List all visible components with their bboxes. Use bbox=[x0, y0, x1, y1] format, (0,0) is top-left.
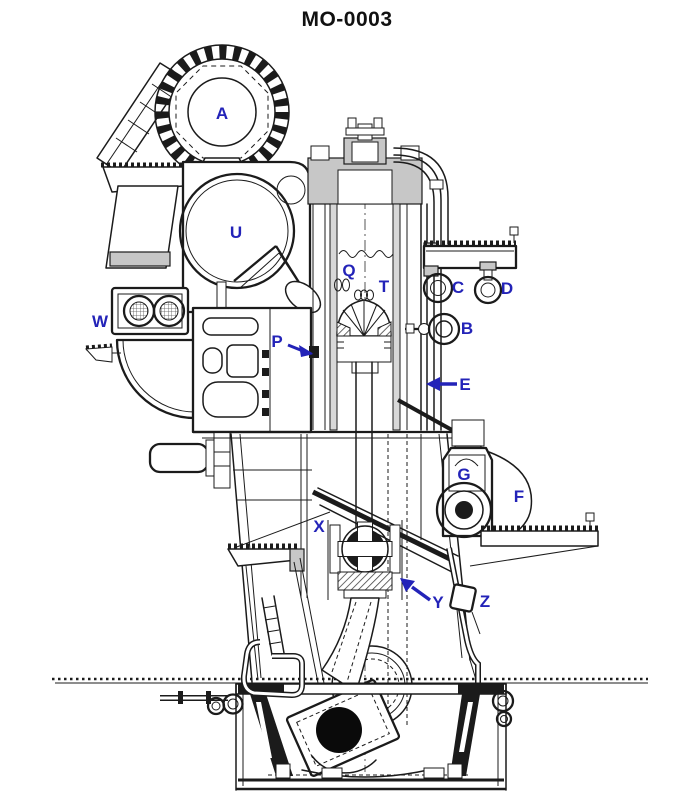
label-z: Z bbox=[480, 592, 490, 611]
pointer-y: Y bbox=[400, 578, 444, 612]
label-e: E bbox=[459, 375, 470, 394]
y-arrow-head bbox=[400, 578, 415, 592]
label-x: X bbox=[313, 517, 325, 536]
label-c: C bbox=[452, 278, 464, 297]
piston: Q T bbox=[334, 261, 392, 528]
label-p: P bbox=[271, 332, 282, 351]
crankpin bbox=[316, 707, 362, 753]
pipes-z: Z bbox=[446, 547, 490, 692]
big-end-bearing bbox=[285, 679, 401, 777]
pointer-p: P bbox=[271, 332, 319, 358]
label-b: B bbox=[461, 319, 473, 338]
label-g: G bbox=[457, 465, 470, 484]
left-spike-bracket bbox=[84, 343, 121, 363]
left-bracket bbox=[148, 431, 231, 489]
label-u: U bbox=[230, 223, 242, 242]
y-arrow-shaft bbox=[410, 585, 432, 602]
label-a: A bbox=[216, 104, 228, 123]
pointer-e: E bbox=[426, 375, 471, 394]
label-d: D bbox=[501, 279, 513, 298]
crosshead bbox=[327, 520, 403, 600]
left-lower-platform bbox=[227, 543, 325, 684]
label-t: T bbox=[379, 277, 390, 296]
bottom-left-pipes bbox=[160, 639, 305, 716]
cylinder-block bbox=[312, 203, 428, 431]
label-q: Q bbox=[342, 261, 355, 280]
fuel-pump: G F bbox=[435, 419, 533, 543]
cylinder-head bbox=[307, 117, 423, 205]
sight-glass-box: W bbox=[92, 286, 190, 336]
upper-right-platform bbox=[422, 226, 519, 270]
valve-b: B bbox=[405, 312, 473, 346]
p-arrow-head bbox=[299, 345, 314, 357]
valve-d: D bbox=[473, 261, 513, 305]
left-upper-platform bbox=[101, 162, 184, 269]
valve-c: C bbox=[422, 265, 464, 304]
right-mid-platform bbox=[469, 512, 599, 567]
label-y: Y bbox=[432, 593, 444, 612]
drawing-title: MO-0003 bbox=[301, 8, 392, 31]
cooler-bottom-quadrant bbox=[115, 338, 197, 420]
label-w: W bbox=[92, 312, 109, 331]
label-f: F bbox=[514, 487, 524, 506]
e-arrow-head bbox=[426, 377, 440, 391]
bottom-right-fittings bbox=[491, 689, 515, 728]
scavenge-air-box bbox=[191, 306, 313, 434]
bedplate bbox=[55, 682, 648, 791]
